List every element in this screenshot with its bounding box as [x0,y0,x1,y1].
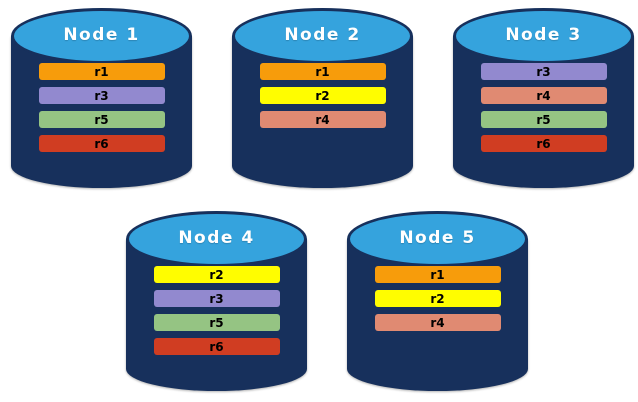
replica-bar[interactable]: r2 [374,290,501,307]
replica-label: r1 [315,64,330,79]
replica-bar[interactable]: r5 [38,111,165,128]
replica-bar-list: r2 r3 r5 r6 [126,266,307,355]
replica-bar[interactable]: r2 [153,266,280,283]
replica-label: r1 [430,267,445,282]
replica-bar[interactable]: r4 [374,314,501,331]
replica-bar[interactable]: r6 [38,135,165,152]
replica-bar[interactable]: r6 [153,338,280,355]
replica-label: r5 [536,112,551,127]
cylinder-top-ellipse: Node 1 [11,8,192,64]
replica-bar[interactable]: r5 [480,111,607,128]
replica-label: r6 [209,339,224,354]
replica-bar[interactable]: r4 [480,87,607,104]
replica-bar[interactable]: r3 [38,87,165,104]
database-node-3[interactable]: Node 3 r3 r4 r5 r6 [453,8,634,188]
replica-bar[interactable]: r5 [153,314,280,331]
replica-bar-list: r1 r3 r5 r6 [11,63,192,152]
database-node-2[interactable]: Node 2 r1 r2 r4 [232,8,413,188]
cylinder-top-ellipse: Node 4 [126,211,307,267]
database-node-1[interactable]: Node 1 r1 r3 r5 r6 [11,8,192,188]
cylinder-top-ellipse: Node 3 [453,8,634,64]
replica-label: r3 [536,64,551,79]
replica-bar[interactable]: r1 [38,63,165,80]
replica-bar[interactable]: r6 [480,135,607,152]
replica-bar-list: r3 r4 r5 r6 [453,63,634,152]
replica-label: r3 [209,291,224,306]
replica-label: r4 [536,88,551,103]
cylinder-top-ellipse: Node 5 [347,211,528,267]
replica-label: r2 [315,88,330,103]
replica-bar[interactable]: r4 [259,111,386,128]
node-title: Node 2 [284,24,361,45]
replica-label: r2 [209,267,224,282]
replica-label: r5 [94,112,109,127]
replica-label: r3 [94,88,109,103]
replica-bar[interactable]: r3 [153,290,280,307]
database-node-5[interactable]: Node 5 r1 r2 r4 [347,211,528,391]
replica-label: r4 [430,315,445,330]
replica-bar[interactable]: r3 [480,63,607,80]
node-title: Node 5 [399,227,476,248]
replica-bar[interactable]: r2 [259,87,386,104]
replica-label: r6 [536,136,551,151]
replica-bar[interactable]: r1 [259,63,386,80]
replica-label: r6 [94,136,109,151]
node-title: Node 3 [505,24,582,45]
replica-bar-list: r1 r2 r4 [347,266,528,331]
replica-label: r4 [315,112,330,127]
node-title: Node 4 [178,227,255,248]
replica-bar[interactable]: r1 [374,266,501,283]
replica-label: r1 [94,64,109,79]
replica-label: r2 [430,291,445,306]
cylinder-top-ellipse: Node 2 [232,8,413,64]
replica-bar-list: r1 r2 r4 [232,63,413,128]
node-title: Node 1 [63,24,140,45]
database-node-4[interactable]: Node 4 r2 r3 r5 r6 [126,211,307,391]
replica-label: r5 [209,315,224,330]
